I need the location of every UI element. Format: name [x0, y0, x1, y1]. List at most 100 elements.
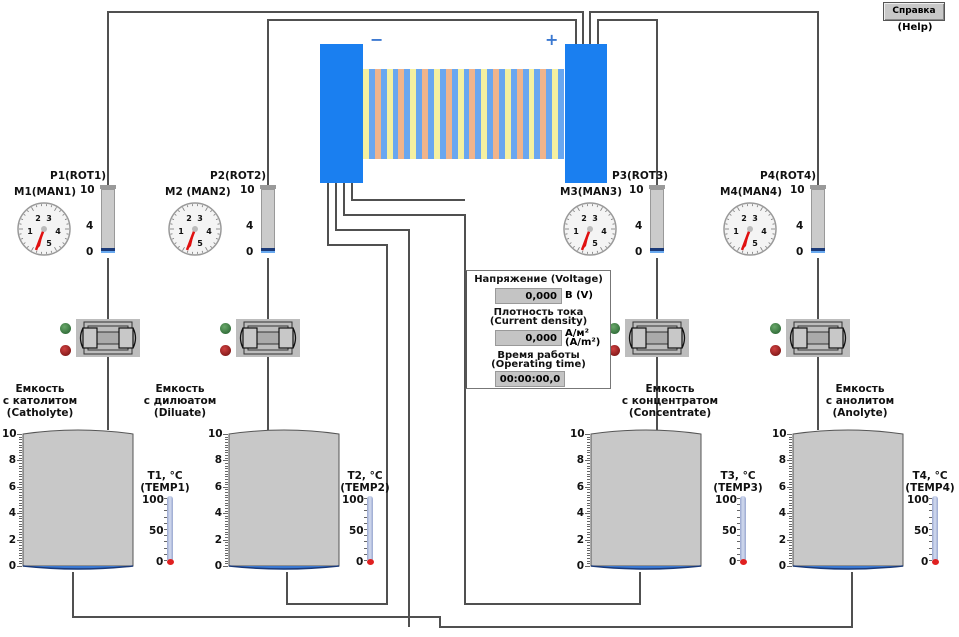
tank-tick-label: 8 [214, 454, 222, 467]
operating-time-value: 00:00:00,0 [495, 371, 565, 387]
manometer-scale-label: 5 [752, 239, 758, 248]
membrane-strip [439, 69, 447, 159]
membrane-strip [386, 69, 394, 159]
anode-electrode [565, 44, 607, 183]
tank-tick-label: 10 [570, 428, 585, 440]
membrane-strip [374, 69, 382, 159]
help-button[interactable]: Справка [883, 2, 945, 21]
tank [590, 429, 702, 570]
thermometer-bulb [932, 559, 939, 565]
flowmeter-tube [101, 189, 115, 252]
thermometer-tick: 0 [356, 556, 364, 568]
membrane-strip [493, 69, 500, 159]
flowmeter-tick: 0 [796, 246, 804, 258]
membrane-strip [404, 69, 411, 159]
tank-tick-label: 2 [8, 533, 16, 546]
pump[interactable] [786, 319, 850, 357]
membrane-strip [487, 69, 494, 159]
pump-off-indicator [60, 345, 71, 356]
tank-tick-label: 6 [8, 480, 16, 493]
manometer-scale-label: 5 [46, 239, 52, 248]
membrane-strip [475, 69, 482, 159]
manometer-scale-label: 3 [197, 214, 203, 223]
flowmeter-tick: 0 [246, 246, 254, 258]
flowmeter [100, 185, 116, 257]
thermometer-tick: 100 [142, 494, 164, 506]
current-density-title-en: (Current density) [489, 316, 588, 327]
flowmeter-tick: 10 [240, 184, 255, 196]
manometer-label: M1(MAN1) [14, 186, 77, 198]
membrane-strip [428, 69, 435, 159]
pipe-stack-out-3 [343, 183, 641, 605]
flowmeter-tube [811, 189, 825, 252]
tank [792, 429, 904, 570]
manometer-scale-label: 1 [27, 227, 33, 236]
flowmeter-tube [261, 189, 275, 252]
tank-tick-label: 4 [778, 507, 786, 520]
voltage-value: 0,000 [495, 288, 562, 304]
flowmeter-tick: 10 [629, 184, 644, 196]
membrane-strip [504, 69, 512, 159]
pipe-stack-out-4 [351, 183, 465, 201]
thermometer-tick: 100 [715, 494, 737, 506]
membrane-strip [510, 69, 518, 159]
membrane-strip [433, 69, 441, 159]
flowmeter-tick: 0 [86, 246, 94, 258]
tank-label: Емкость с концентратом (Concentrate) [621, 383, 719, 419]
manometer-scale-label: 4 [601, 227, 607, 236]
current-density-unit: А/м² [565, 328, 589, 339]
thermometer-tick: 0 [921, 556, 929, 568]
thermometer-bulb [367, 559, 374, 565]
membrane-strip [552, 69, 559, 159]
manometer-scale-label: 3 [752, 214, 758, 223]
flowmeter [810, 185, 826, 257]
pipe-diluate-in [267, 19, 577, 185]
membrane-strip [498, 69, 506, 159]
pipe-stack-out-2 [335, 183, 410, 617]
pipe-stack-out-1 [286, 183, 388, 605]
voltage-unit: В (V) [565, 290, 593, 301]
pump[interactable] [625, 319, 689, 357]
flowmeter [649, 185, 665, 257]
membrane-strip [422, 69, 429, 159]
thermometer-bulb [740, 559, 747, 565]
manometer-scale-label: 1 [573, 227, 579, 236]
thermometer-label: T1, °C (TEMP1) [140, 470, 190, 494]
tank-tick-label: 2 [576, 533, 584, 546]
pump-on-indicator [770, 323, 781, 334]
current-density-value: 0,000 [495, 330, 562, 346]
pump-on-indicator [220, 323, 231, 334]
membrane-strip [457, 69, 464, 159]
thermometer-tick: 100 [907, 494, 929, 506]
membrane-stack [363, 69, 565, 159]
manometer-label: M2 (MAN2) [165, 186, 231, 198]
pump-off-indicator [220, 345, 231, 356]
manometer-scale-label: 1 [178, 227, 184, 236]
plus-sign: + [545, 30, 559, 49]
pump[interactable] [236, 319, 300, 357]
tank-tick-label: 8 [576, 454, 584, 467]
membrane-strip [410, 69, 417, 159]
membrane-strip [481, 69, 488, 159]
pipe-concentrate-in [597, 19, 658, 185]
pump-off-indicator [609, 345, 620, 356]
manometer-scale-label: 5 [592, 239, 598, 248]
pump-on-indicator [60, 323, 71, 334]
tank [22, 429, 134, 570]
manometer-scale-label: 4 [761, 227, 767, 236]
minus-sign: − [370, 30, 384, 49]
tank-tick-label: 10 [2, 428, 17, 440]
flowmeter-label: P3(ROT3) [612, 170, 669, 182]
membrane-strip [392, 69, 399, 159]
flowmeter-label: P4(ROT4) [760, 170, 817, 182]
flowmeter-tick: 4 [796, 220, 804, 232]
manometer-label: M3(MAN3) [560, 186, 623, 198]
flowmeter-tick: 0 [635, 246, 643, 258]
tank-tick-label: 4 [8, 507, 16, 520]
thermometer-tick: 100 [342, 494, 364, 506]
tank-tick-label: 10 [208, 428, 223, 440]
pump[interactable] [76, 319, 140, 357]
pipe-catholyte-in [107, 11, 584, 185]
